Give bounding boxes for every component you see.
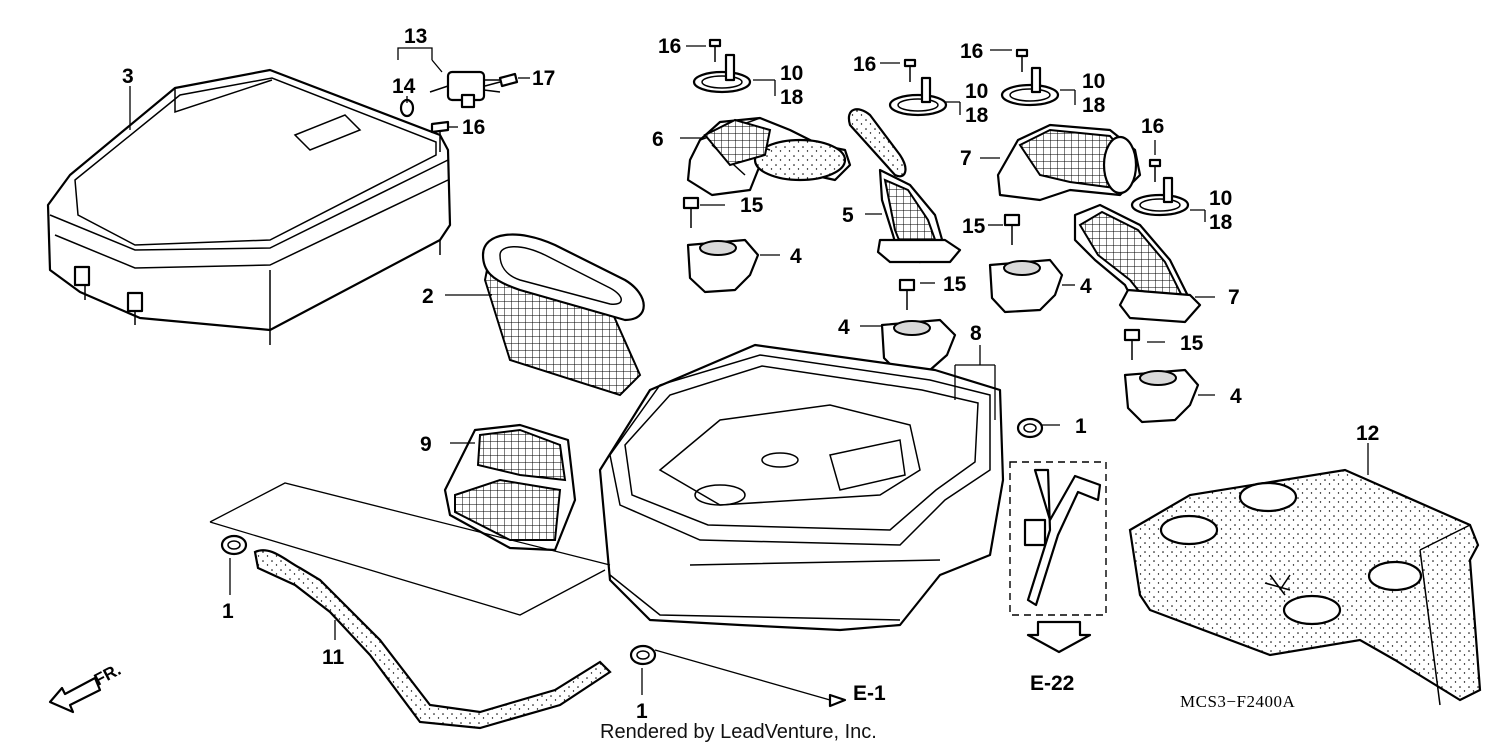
tube-clip-group xyxy=(220,417,1044,666)
callout-labels: 3 13 14 17 16 2 6 16 10 18 15 4 5 16 10 … xyxy=(122,25,1379,723)
callout-1c: 1 xyxy=(1075,415,1087,438)
callout-14: 14 xyxy=(392,75,416,98)
callout-18b: 18 xyxy=(965,104,989,127)
callout-18a: 18 xyxy=(780,86,804,109)
callout-1b: 1 xyxy=(636,700,648,723)
intake-funnel-6 xyxy=(686,116,852,197)
callout-4b: 4 xyxy=(1080,275,1092,298)
callout-12: 12 xyxy=(1356,422,1379,445)
callout-11: 11 xyxy=(322,646,345,669)
air-cleaner-cover xyxy=(46,68,452,345)
callout-15c: 15 xyxy=(943,273,967,296)
callout-16d: 16 xyxy=(960,40,983,63)
callout-9: 9 xyxy=(420,433,432,456)
callout-16b: 16 xyxy=(658,35,681,58)
callout-1a: 1 xyxy=(222,600,234,623)
callout-10c: 10 xyxy=(1082,70,1105,93)
callout-3: 3 xyxy=(122,65,134,88)
callout-13: 13 xyxy=(404,25,427,48)
callout-18c: 18 xyxy=(1082,94,1106,117)
callout-10b: 10 xyxy=(965,80,988,103)
callout-5: 5 xyxy=(842,204,854,227)
callout-16c: 16 xyxy=(853,53,876,76)
callout-15b: 15 xyxy=(962,215,986,238)
callout-2: 2 xyxy=(422,285,434,308)
callout-17: 17 xyxy=(532,67,555,90)
bolt-group-15 xyxy=(682,196,1141,360)
callout-15a: 15 xyxy=(740,194,764,217)
funnel-base-group-4 xyxy=(686,238,1200,424)
callout-4c: 4 xyxy=(838,316,850,339)
callout-4d: 4 xyxy=(1230,385,1242,408)
diagram-code: MCS3−F2400A xyxy=(1180,692,1295,711)
screw-group-16 xyxy=(708,38,1162,182)
drain-hose-detail xyxy=(1009,461,1107,654)
callout-10d: 10 xyxy=(1209,187,1232,210)
air-filter-element xyxy=(481,233,645,397)
callout-8: 8 xyxy=(970,322,982,345)
callout-4a: 4 xyxy=(790,245,802,268)
intake-funnel-7-upper xyxy=(996,123,1142,202)
air-cleaner-case xyxy=(598,343,1005,632)
heat-shield-plate xyxy=(1128,468,1482,706)
leader-lines xyxy=(48,45,1369,714)
callout-16e: 16 xyxy=(1141,115,1164,138)
hose-clamp-group xyxy=(692,53,1190,217)
callout-15d: 15 xyxy=(1180,332,1204,355)
callout-10a: 10 xyxy=(780,62,803,85)
intake-funnel-5 xyxy=(847,108,962,264)
callout-16a: 16 xyxy=(462,116,485,139)
callout-7a: 7 xyxy=(960,147,972,170)
callout-6: 6 xyxy=(652,128,664,151)
ref-e22: E-22 xyxy=(1030,672,1074,695)
drain-tube xyxy=(253,549,612,730)
resonator-block xyxy=(443,423,577,552)
sensor-assembly xyxy=(399,70,519,152)
callout-18d: 18 xyxy=(1209,211,1233,234)
render-credit: Rendered by LeadVenture, Inc. xyxy=(600,721,877,743)
callout-7b: 7 xyxy=(1228,286,1240,309)
ref-e1: E-1 xyxy=(853,682,886,705)
intake-funnel-7-lower xyxy=(1073,203,1202,324)
